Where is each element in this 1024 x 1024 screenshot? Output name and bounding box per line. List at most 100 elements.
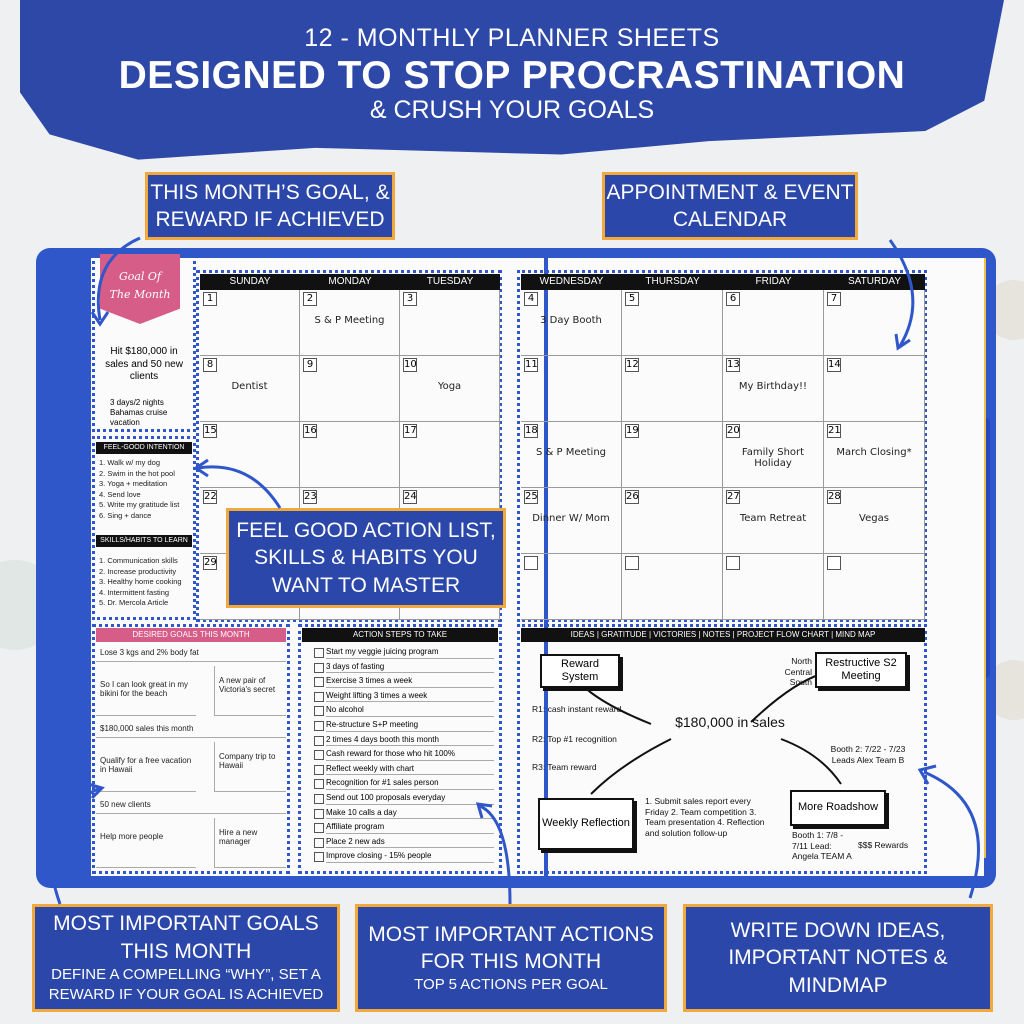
list-item: 2. Swim in the hot pool (99, 468, 175, 478)
day-header: MONDAY (328, 276, 372, 287)
day-number: 5 (625, 292, 639, 306)
desired-goals-outline (92, 624, 290, 874)
mindmap-title: IDEAS | GRATITUDE | VICTORIES | NOTES | … (521, 628, 925, 642)
callout-calendar: APPOINTMENT & EVENT CALENDAR (602, 172, 858, 240)
action-step: Weight lifting 3 times a week (314, 690, 494, 703)
day-number: 14 (827, 358, 841, 372)
mindmap-weekly-notes: 1. Submit sales report every Friday 2. T… (645, 796, 765, 838)
callout-goals-title: MOST IMPORTANT GOALS THIS MONTH (53, 912, 319, 963)
action-steps-outline (298, 624, 502, 874)
feelgood-title: FEEL-GOOD INTENTION (96, 442, 192, 454)
action-step: Cash reward for those who hit 100% (314, 748, 494, 761)
action-step: 3 days of fasting (314, 661, 494, 674)
calendar-day-cell (824, 554, 925, 620)
action-step: Reflect weekly with chart (314, 763, 494, 776)
list-item: 1. Communication skills (99, 556, 178, 565)
callout-feelgood: FEEL GOOD ACTION LIST, SKILLS & HABITS Y… (226, 508, 506, 608)
mindmap-roadshow-box: More Roadshow (790, 790, 886, 826)
mindmap-directions: North Central South (784, 656, 812, 688)
mindmap-lines (580, 673, 842, 795)
list-item: 4. Intermittent fasting (99, 587, 170, 597)
mindmap-r1: R1: cash instant reward (532, 704, 622, 714)
header-line3: & CRUSH YOUR GOALS (369, 96, 655, 124)
ribbon-line2: The Month (109, 287, 171, 301)
arrow-calendar (888, 239, 915, 351)
callout-ideas-text: WRITE DOWN IDEAS, IMPORTANT NOTES & MIND… (728, 919, 948, 997)
day-header: THURSDAY (645, 276, 700, 287)
header-title: DESIGNED TO STOP PROCRASTINATION (118, 54, 906, 97)
calendar-day-cell: 17 (400, 422, 500, 488)
mindmap-r3: R3: Team reward (532, 762, 597, 772)
mindmap-r2: R2: Top #1 recognition (532, 734, 617, 744)
calendar-day-cell: 14 (824, 356, 925, 422)
mindmap-weekly-box: Weekly Reflection (538, 798, 634, 850)
arrow-goals (49, 782, 105, 905)
calendar-day-cell: 7 (824, 290, 925, 356)
calendar-day-cell: 1 (200, 290, 300, 356)
calendar-day-cell: 3 (400, 290, 500, 356)
calendar-day-cell (723, 554, 824, 620)
calendar-event: My Birthday!! (738, 380, 808, 392)
calendar-day-cell: 26 (622, 488, 723, 554)
calendar-day-cell: 16 (300, 422, 400, 488)
goal-section: Goal Of The Month Hit $180,000 in sales … (94, 252, 194, 432)
day-number: 18 (524, 424, 538, 438)
goal-why: Qualify for a free vacation in Hawaii (96, 742, 196, 792)
list-item: 6. Sing + dance (99, 510, 152, 520)
skills-title: SKILLS/HABITS TO LEARN (96, 535, 192, 547)
mindmap-line (750, 673, 822, 723)
day-number: 4 (524, 292, 538, 306)
mindmap-outline (517, 624, 927, 874)
mindmap-restructive-box: Restructive S2 Meeting (815, 652, 907, 688)
goal-section-outline (92, 250, 196, 432)
action-step: Place 2 new ads (314, 836, 494, 849)
day-number: 24 (403, 490, 417, 504)
action-step: Make 10 calls a day (314, 807, 494, 820)
callout-actions: MOST IMPORTANT ACTIONS FOR THIS MONTH TO… (355, 904, 667, 1012)
list-item: 2. Increase productivity (99, 566, 177, 576)
action-step: Send out 100 proposals everyday (314, 792, 494, 805)
goal-line: Lose 3 kgs and 2% body fat (96, 644, 286, 662)
action-step: Re-structure S+P meeting (314, 719, 494, 732)
calendar-event: Team Retreat (739, 512, 807, 524)
action-step: 2 times 4 days booth this month (314, 734, 494, 747)
arrow-actions (475, 802, 512, 905)
callout-actions-sub: TOP 5 ACTIONS PER GOAL (414, 976, 608, 994)
calendar-event: 3 Day Booth (540, 314, 602, 326)
list-item: 5. Dr. Mercola Article (99, 598, 169, 607)
callout-goal: THIS MONTH’S GOAL, & REWARD IF ACHIEVED (145, 172, 395, 240)
right-page (548, 258, 984, 876)
goal-text: Hit $180,000 in sales and 50 new clients (105, 346, 183, 382)
calendar-day-cell: 19 (622, 422, 723, 488)
list-item: 1. Walk w/ my dog (99, 458, 160, 467)
day-number: 7 (827, 292, 841, 306)
goal-why: So I can look great in my bikini for the… (96, 666, 196, 716)
day-number: 27 (726, 490, 740, 504)
day-number: 9 (303, 358, 317, 372)
calendar-event: March Closing* (836, 446, 912, 458)
day-number (827, 556, 841, 570)
calendar-event: S & P Meeting (314, 314, 385, 326)
callout-goals-sub: DEFINE A COMPELLING “WHY”, SET A REWARD … (48, 966, 324, 1004)
day-number: 13 (726, 358, 740, 372)
calendar-day-cell (622, 554, 723, 620)
day-number: 29 (203, 556, 217, 570)
action-step: Recognition for #1 sales person (314, 777, 494, 790)
calendar-day-cell: 6 (723, 290, 824, 356)
day-number: 6 (726, 292, 740, 306)
day-number (726, 556, 740, 570)
calendar-day-cell: 12 (622, 356, 723, 422)
action-step: Exercise 3 times a week (314, 675, 494, 688)
day-number: 2 (303, 292, 317, 306)
day-number (625, 556, 639, 570)
arrow-feelgood (193, 458, 282, 509)
header-line1: 12 - MONTHLY PLANNER SHEETS (304, 24, 720, 52)
